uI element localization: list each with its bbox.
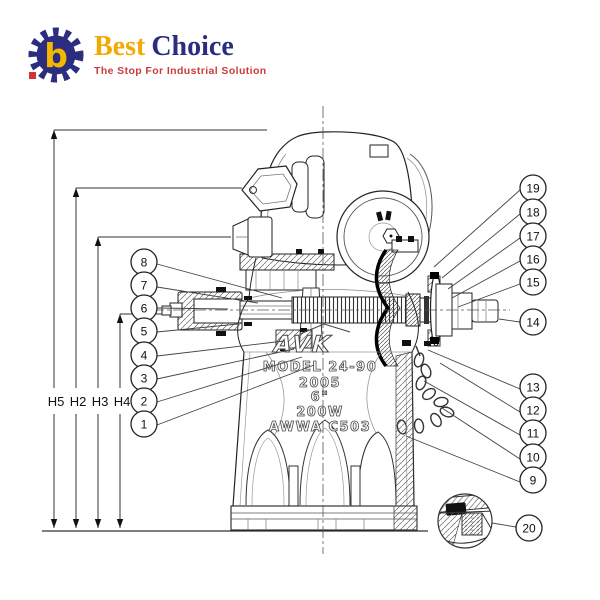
hydrant-marking-rating: 200W [296,405,343,420]
callout-number: 14 [526,316,540,330]
lower-body [232,291,419,507]
hydrant-marking-model: MODEL 24-90 [263,360,378,375]
operating-nut [241,155,325,219]
hydrant-marking-year: 2005 [299,376,341,391]
stem-tip-end [161,305,172,316]
gland-bore [193,298,243,324]
detail-inset [437,493,493,549]
callout-number: 5 [141,325,148,339]
callout-9: 9 [519,466,547,494]
base-arch [245,429,291,506]
hydrant-drawing: AVK MODEL 24-90 2005 6" 200W AWWA C503 [161,131,499,531]
callout-number: 9 [530,474,537,488]
callout-3: 3 [130,364,158,392]
logo-gear-wrap: b [26,24,86,86]
base-arch [357,431,397,506]
brand-name-secondary: Choice [151,31,234,62]
callout-8: 8 [130,248,158,276]
hydrant-marking-size: 6" [311,390,330,405]
callout-12: 12 [519,396,547,424]
logo-accent-square [29,72,36,79]
callout-number: 10 [526,451,540,465]
callout-13: 13 [519,373,547,401]
dimension-lines [53,129,267,528]
base-arch [299,419,351,506]
callout-5: 5 [130,317,158,345]
drain-marks [280,328,307,351]
callout-7: 7 [130,271,158,299]
dimension-label-h3: H3 [92,394,109,409]
avk-logo-bar [299,323,351,335]
callout-number: 1 [141,418,148,432]
callout-number: 4 [141,349,148,363]
callout-6: 6 [130,294,158,322]
callout-number: 18 [526,206,540,220]
hydrant-markings: AVK MODEL 24-90 2005 6" 200W AWWA C503 [262,323,378,435]
callout-number: 13 [526,381,540,395]
callout-number: 15 [526,276,540,290]
callout-number: 16 [526,253,540,267]
callout-number: 2 [141,395,148,409]
nozzle-bell-profile [374,248,391,368]
hose-nozzle-boss [232,216,273,258]
gland-bolt-marks [216,287,252,336]
callout-number: 7 [141,279,148,293]
gear-letter-b: b [44,36,68,75]
callout-number: 8 [141,256,148,270]
callout-number: 19 [526,182,540,196]
bonnet-collar-ribs [255,270,299,290]
dimension-arrowheads [50,130,124,528]
body-left-edge [248,257,257,299]
callout-number: 12 [526,404,540,418]
hydrant-marking-standard: AWWA C503 [269,420,371,435]
leader-lines [156,189,521,528]
cap-chain [396,340,455,435]
callout-11: 11 [519,419,547,447]
callout-10: 10 [519,443,547,471]
callout-number: 20 [522,522,536,536]
side-nozzle-cap [471,299,499,323]
callout-number: 11 [527,427,540,441]
hydrant-marking-manufacturer: AVK [271,332,333,358]
brand-tagline: The Stop For Industrial Solution [94,65,267,77]
callout-4: 4 [130,341,158,369]
detail-inset-circle [437,493,493,549]
dimension-label-h4: H4 [114,394,131,409]
bonnet-lug [369,144,389,158]
base-pilaster [350,465,361,507]
callout-1: 1 [130,410,158,438]
gear-icon: b [28,27,84,83]
drain-block [275,329,313,349]
callout-19: 19 [519,174,547,202]
side-nozzle [374,236,499,368]
base-pilaster [288,465,299,507]
callout-17: 17 [519,222,547,250]
dimension-label-h5: H5 [48,394,65,409]
callout-number: 17 [526,230,540,244]
callout-20: 20 [515,514,543,542]
pumper-nozzle-cap [336,190,430,284]
dimension-label-h2: H2 [70,394,87,409]
lower-body-section-hatch [395,351,415,507]
base-flange [230,505,418,531]
callout-markers: 8 7 6 5 4 3 2 1 19 18 17 16 15 14 13 12 … [130,174,547,542]
bonnet-collar [245,269,317,291]
callout-number: 6 [141,302,148,316]
callout-2: 2 [130,387,158,415]
brand-name-primary: Best [94,31,146,62]
callout-18: 18 [519,198,547,226]
callout-14: 14 [519,308,547,336]
callout-16: 16 [519,245,547,273]
callout-number: 3 [141,372,148,386]
callout-15: 15 [519,268,547,296]
